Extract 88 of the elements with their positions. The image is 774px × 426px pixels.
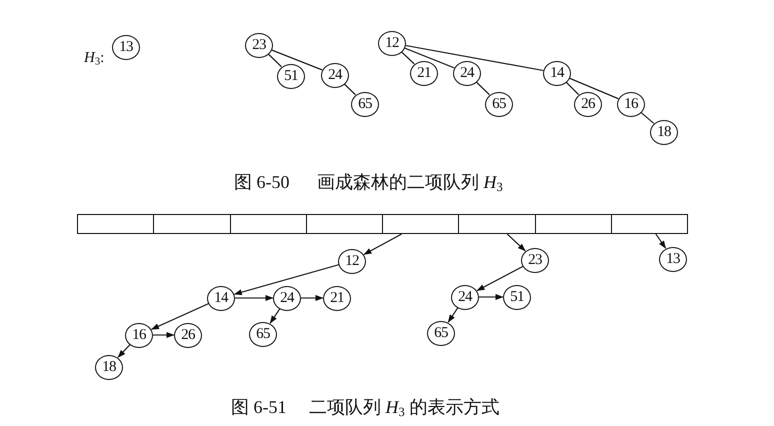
arrow [476, 266, 524, 292]
arrow [301, 295, 324, 301]
node-circle [521, 248, 549, 272]
node-circle [245, 32, 273, 58]
node-circle [451, 284, 479, 310]
node-key: 12 [385, 36, 399, 50]
link-line [344, 84, 356, 96]
node-key: 65 [256, 326, 270, 342]
link-line [640, 112, 654, 124]
arrow [448, 307, 458, 323]
arrow [655, 234, 666, 249]
node-circle [427, 320, 455, 346]
arrow [364, 234, 402, 255]
node-key: 16 [132, 328, 146, 342]
node-circle [125, 322, 153, 348]
node-key: 14 [214, 290, 228, 306]
arrow [270, 308, 280, 324]
node-key: 13 [119, 40, 133, 54]
link-line [404, 48, 454, 68]
arrow [118, 344, 130, 358]
array-cell [77, 214, 154, 234]
node-circle [617, 92, 645, 116]
node-key: 26 [581, 96, 595, 112]
node-key: 18 [657, 124, 671, 140]
arrow [151, 303, 209, 330]
arrow [234, 264, 339, 296]
node-circle [650, 120, 678, 144]
array-cell [458, 214, 536, 234]
heap-label: H$_{3}$: [84, 49, 104, 67]
node-circle [323, 286, 351, 310]
figure-number: 图 6-51 [231, 397, 286, 419]
node-circle [207, 286, 235, 310]
node-key: 12 [345, 254, 359, 268]
node-key: 23 [528, 252, 542, 268]
node-circle [659, 246, 687, 272]
node-key: 65 [492, 96, 506, 112]
figure-number: 图 6-50 [234, 172, 290, 194]
node-key: 65 [358, 96, 372, 112]
node-key: 24 [460, 66, 474, 80]
link-line [272, 50, 322, 70]
link-line [401, 52, 415, 64]
node-key: 14 [550, 66, 564, 80]
link-line [476, 82, 490, 96]
node-circle [95, 354, 123, 380]
node-key: 24 [280, 290, 294, 306]
node-key: 65 [434, 326, 448, 340]
link-line [268, 54, 282, 68]
node-key: 18 [102, 360, 116, 374]
node-key: 24 [458, 290, 472, 304]
array-cell [230, 214, 307, 234]
node-circle [485, 92, 513, 116]
node-circle [543, 60, 571, 86]
array-cell [306, 214, 383, 234]
node-circle [321, 62, 349, 88]
node-circle [112, 34, 140, 60]
arrow [153, 332, 174, 338]
link-line [406, 44, 544, 72]
figure-caption: 二项队列 H$_{3}$ 的表示方式 [309, 397, 500, 419]
figure-caption: 画成森林的二项队列 H$_{3}$ [317, 172, 503, 194]
node-circle [273, 286, 301, 310]
node-circle [277, 64, 305, 88]
link-line [566, 82, 580, 96]
arrow [506, 234, 526, 252]
node-circle [453, 60, 481, 86]
array-cell [382, 214, 459, 234]
node-circle [249, 322, 277, 346]
node-key: 23 [252, 38, 266, 52]
node-circle [410, 60, 438, 86]
node-circle [174, 322, 202, 348]
array-cell [153, 214, 231, 234]
node-circle [338, 248, 366, 274]
node-key: 24 [328, 68, 342, 82]
array-cell [611, 214, 688, 234]
arrow [235, 295, 274, 301]
node-circle [503, 284, 531, 310]
node-circle [574, 92, 602, 116]
array-cell [535, 214, 612, 234]
node-key: 21 [330, 290, 344, 306]
node-key: 13 [666, 252, 680, 266]
link-line [569, 78, 619, 100]
node-key: 51 [510, 290, 524, 304]
node-key: 51 [284, 68, 298, 84]
node-key: 16 [624, 96, 638, 112]
node-circle [378, 30, 406, 56]
node-circle [351, 92, 379, 116]
node-key: 26 [181, 328, 195, 342]
arrow [479, 294, 504, 300]
node-key: 21 [417, 66, 431, 80]
